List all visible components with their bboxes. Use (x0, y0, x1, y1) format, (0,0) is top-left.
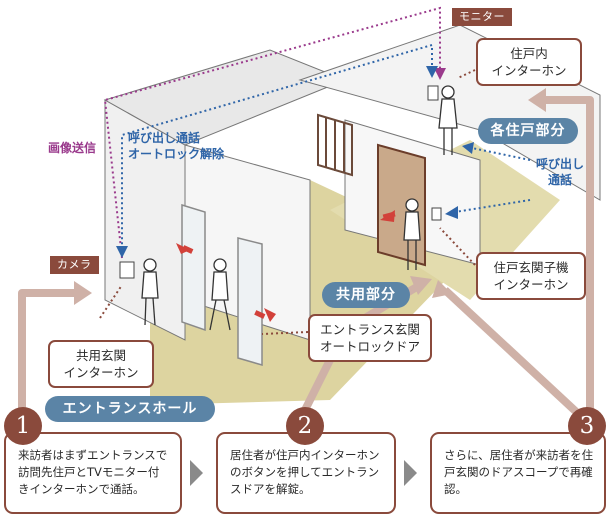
flow-arrowheads (74, 88, 546, 305)
motion-arrows (176, 210, 396, 322)
autolock-door-line1: エントランス玄関 (320, 322, 420, 337)
call-unlock-label-line1: 呼び出し通話 (128, 131, 201, 145)
unit-zone-label: 各住戸部分 (478, 118, 578, 144)
in-unit-intercom-line1: 住戸内 (510, 46, 548, 61)
flow-arrow-1 (18, 289, 75, 420)
unit-call-label-line1: 呼び出し (536, 157, 585, 171)
resident-figure (438, 85, 458, 155)
step-text-2: 居住者が住戸内インターホンのボタンを押してエントランスドアを解錠。 (230, 448, 380, 496)
unit-call-arrowhead-1 (462, 142, 474, 154)
step-badge-1: 1 (4, 407, 42, 445)
glass-door-right (237, 237, 263, 366)
step-badge-3: 3 (568, 407, 606, 445)
autolock-door-callout: エントランス玄関 オートロックドア (308, 314, 432, 362)
call-unlock-label: 呼び出し通話 オートロック解除 (128, 130, 224, 162)
in-unit-intercom-line2: インターホン (491, 63, 567, 78)
chevron-right-icon (190, 460, 203, 486)
flow-arrow-3 (545, 96, 594, 420)
shared-intercom-callout: 共用玄関 インターホン (48, 340, 154, 388)
autolock-door-line2: オートロックドア (319, 339, 420, 354)
entrance-intercom-line1: 住戸玄関子機 (493, 260, 569, 275)
in-unit-intercom-callout: 住戸内 インターホン (476, 38, 582, 86)
visitor-figure (141, 258, 159, 326)
step-text-3: さらに、居住者が来訪者を住戸玄関のドアスコープで再確認。 (444, 448, 594, 496)
call-unlock-line (121, 43, 433, 250)
camera-tag: カメラ (50, 256, 99, 274)
step-text-1: 来訪者はまずエントランスで訪問先住戸とTVモニター付きインターホンで通話。 (18, 448, 168, 496)
monitor-tag: モニター (452, 8, 512, 26)
unit-call-label: 呼び出し 通話 (536, 156, 584, 188)
window-lattice (317, 113, 353, 177)
shared-intercom-device (119, 261, 135, 279)
walking-figure (209, 258, 231, 331)
step-card-1: 来訪者はまずエントランスで訪問先住戸とTVモニター付きインターホンで通話。 (4, 432, 182, 514)
entrance-intercom-device (431, 207, 442, 221)
unit-call-arrowhead-2 (445, 206, 458, 219)
entrance-intercom-line2: インターホン (493, 277, 569, 292)
glass-door-left (181, 203, 206, 332)
leader-lines (99, 69, 476, 335)
chevron-right-icon (404, 460, 417, 486)
shared-intercom-line2: インターホン (63, 365, 139, 380)
call-unlock-arrowhead (116, 246, 128, 258)
shared-intercom-line1: 共用玄関 (75, 348, 126, 363)
monitor-arrowhead (426, 66, 438, 78)
entrance-intercom-callout: 住戸玄関子機 インターホン (476, 252, 586, 300)
unit-call-label-line2: 通話 (548, 173, 573, 187)
shared-zone-label: 共用部分 (322, 282, 410, 308)
step-badge-2: 2 (286, 407, 324, 445)
image-signal-arrowhead (434, 68, 446, 80)
step-card-3: さらに、居住者が来訪者を住戸玄関のドアスコープで再確認。 (430, 432, 606, 514)
call-unlock-label-line2: オートロック解除 (128, 147, 225, 161)
door-visitor-figure (403, 198, 421, 270)
in-unit-intercom-device (427, 85, 439, 101)
image-transmission-label: 画像送信 (48, 141, 97, 155)
flow-arrow-3b (442, 287, 588, 423)
hall-zone-label: エントランスホール (45, 396, 215, 422)
